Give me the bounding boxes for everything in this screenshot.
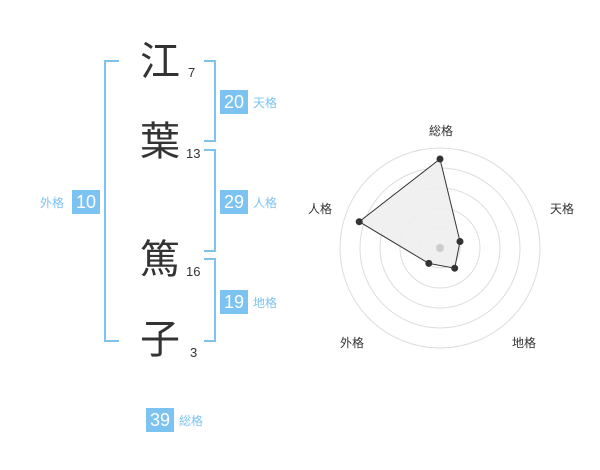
radar-point-2 <box>456 238 464 245</box>
jinkaku-bracket <box>204 149 216 252</box>
radar-point-5 <box>355 218 363 226</box>
radar-axis-label-jinkaku: 人格 <box>308 201 332 216</box>
stroke-count-4: 3 <box>190 345 198 360</box>
soukaku-label: 総格 <box>179 414 204 428</box>
chikaku-label: 地格 <box>253 296 278 310</box>
radar-points <box>355 155 464 272</box>
radar-axis-label-soukaku: 総格 <box>429 123 453 138</box>
stroke-count-3: 16 <box>186 264 201 279</box>
radar-point-3 <box>451 264 459 272</box>
jinkaku-value-badge: 29 <box>220 190 248 214</box>
name-char-3: 篤 <box>140 237 180 283</box>
radar-point-4 <box>425 259 433 267</box>
stroke-count-2: 13 <box>186 146 201 161</box>
name-char-4: 子 <box>140 317 180 363</box>
radar-axis-label-tenkaku: 天格 <box>550 201 574 216</box>
tenkaku-label: 天格 <box>253 96 278 110</box>
radar-grid-ring <box>339 147 541 349</box>
radar-chart: 総格 天格 地格 外格 人格 <box>308 123 574 350</box>
gaikaku-value-badge: 10 <box>72 190 100 214</box>
radar-axis-label-chikaku: 地格 <box>512 335 536 350</box>
soukaku-value-badge: 39 <box>146 408 174 432</box>
chikaku-value-badge: 19 <box>220 290 248 314</box>
radar-axis-label-gaikaku: 外格 <box>340 335 364 350</box>
gaikaku-bracket <box>104 60 119 342</box>
tenkaku-value-badge: 20 <box>220 90 248 114</box>
radar-center-dot <box>436 244 444 252</box>
name-char-1: 江 <box>140 39 180 85</box>
name-char-2: 葉 <box>140 119 180 165</box>
tenkaku-bracket <box>204 60 216 142</box>
chikaku-bracket <box>204 258 216 342</box>
jinkaku-label: 人格 <box>253 196 278 210</box>
radar-point-1 <box>436 155 444 163</box>
stroke-count-1: 7 <box>188 65 196 80</box>
gaikaku-label: 外格 <box>40 196 65 210</box>
radar-area <box>358 158 461 269</box>
